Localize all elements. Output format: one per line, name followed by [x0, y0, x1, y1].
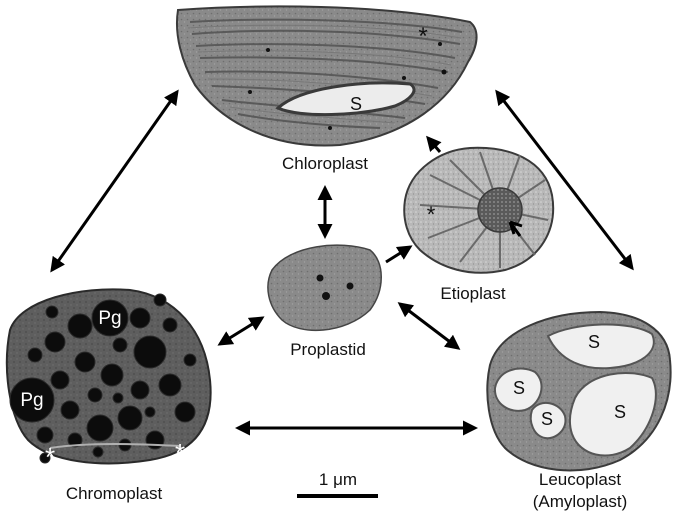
amyloplast-label: (Amyloplast) — [532, 492, 628, 511]
arrow-proplastid-leucoplast — [397, 302, 461, 350]
etioplast-micrograph: * — [403, 146, 555, 274]
chloroplast-label: Chloroplast — [282, 154, 368, 173]
chromoplast-label: Chromoplast — [65, 484, 163, 503]
plastoglobule-label-top: Pg — [98, 308, 121, 329]
proplastid-micrograph — [267, 244, 382, 332]
chromoplast-micrograph: Pg Pg * * — [5, 288, 212, 472]
arrow-proplastid-etioplast — [385, 245, 413, 264]
starch-label-chloroplast: S — [350, 94, 362, 114]
asterisk-chloroplast: * — [418, 23, 427, 50]
asterisk-etioplast: * — [427, 202, 436, 227]
etioplast-label: Etioplast — [440, 284, 506, 303]
arrow-proplastid-chromoplast — [217, 316, 265, 346]
scale-bar-label: 1 μm — [318, 470, 358, 489]
starch-label-leucoplast-left: S — [513, 378, 525, 398]
chloroplast-micrograph: S * — [176, 5, 478, 147]
starch-label-leucoplast-top: S — [588, 332, 600, 352]
arrow-etioplast-chloroplast — [426, 135, 442, 153]
asterisk-chromoplast-left: * — [45, 442, 55, 472]
arrow-chloroplast-leucoplast — [495, 89, 634, 271]
leucoplast-micrograph: S S S S — [486, 310, 672, 472]
proplastid-label: Proplastid — [290, 340, 366, 359]
starch-label-leucoplast-right: S — [614, 402, 626, 422]
plastoglobule-label-left: Pg — [20, 390, 43, 411]
arrow-chloroplast-chromoplast — [50, 89, 179, 273]
asterisk-chromoplast-right: * — [175, 438, 185, 468]
leucoplast-label: Leucoplast — [538, 470, 622, 489]
starch-label-leucoplast-small: S — [541, 409, 553, 429]
